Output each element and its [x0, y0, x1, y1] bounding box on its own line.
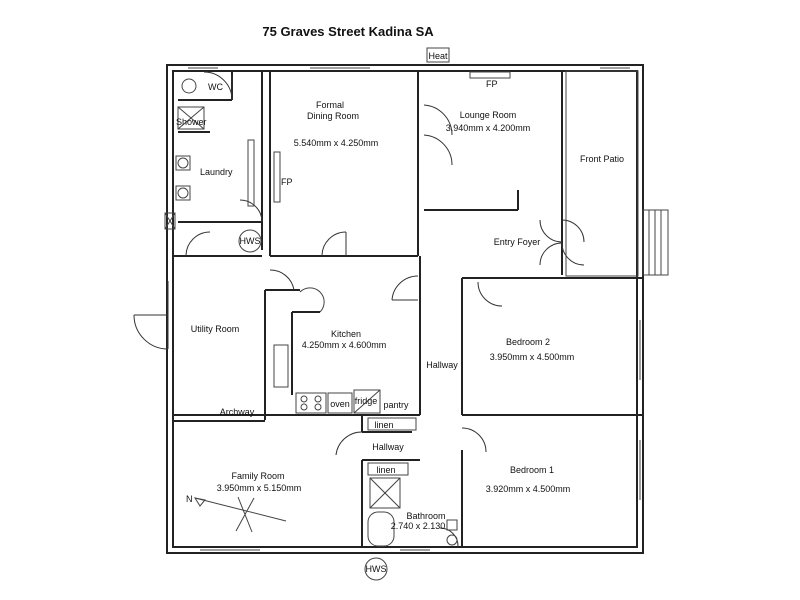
- oven-box: [327, 392, 353, 414]
- plan-title: 75 Graves Street Kadina SA: [262, 24, 434, 39]
- hallway-horizontal-label: Hallway: [372, 442, 404, 452]
- dining-fireplace-icon: [273, 151, 281, 203]
- lounge-fireplace-icon: [469, 71, 511, 79]
- hallway-vertical-label: Hallway: [426, 360, 458, 370]
- lounge-room-label: Lounge Room: [460, 110, 517, 120]
- linen-bottom-label: linen: [376, 465, 395, 475]
- kitchen-bench-curve: [299, 287, 325, 313]
- front-patio-label: Front Patio: [580, 154, 624, 164]
- bathroom-size-label: 2.740 x 2.130: [391, 521, 446, 531]
- fridge-box: [353, 389, 381, 414]
- linen-top-box: [367, 417, 417, 431]
- utility-room-label: Utility Room: [191, 324, 240, 334]
- basin-icon: [446, 534, 458, 546]
- dining-room-label: Dining Room: [307, 111, 359, 121]
- linen-bottom-box: [367, 462, 409, 476]
- outer-walls: [166, 64, 644, 554]
- bedroom2-size-label: 3.950mm x 4.500mm: [490, 352, 575, 362]
- toilet-icon: [181, 78, 197, 94]
- pantry-label: pantry: [383, 400, 409, 410]
- stove-icon: [295, 392, 327, 414]
- linen-top-label: linen: [374, 420, 393, 430]
- laundry-label: Laundry: [200, 167, 233, 177]
- fp-dining-label: FP: [281, 177, 293, 187]
- heater-box: [426, 47, 450, 63]
- heat-label: Heat: [428, 51, 448, 61]
- fridge-label: fridge: [355, 396, 378, 406]
- door-swings: [133, 71, 585, 547]
- family-room-label: Family Room: [231, 471, 284, 481]
- bathtub-icon: [367, 511, 395, 547]
- bench-icon: [247, 139, 255, 207]
- dining-size-label: 5.540mm x 4.250mm: [294, 138, 379, 148]
- laundry-trough-icon: [175, 155, 191, 171]
- sink-icon: [273, 344, 289, 388]
- wc-label: WC: [208, 82, 223, 92]
- hws-bottom-circle: [364, 557, 388, 581]
- kitchen-label: Kitchen: [331, 329, 361, 339]
- entry-foyer-label: Entry Foyer: [494, 237, 541, 247]
- shower-tray-icon: [177, 106, 205, 130]
- archway-label: Archway: [220, 407, 255, 417]
- shower-label: Shower: [176, 117, 207, 127]
- formal-label: Formal: [316, 100, 344, 110]
- hws-bottom-label: HWS: [366, 564, 387, 574]
- hws-top-circle: [238, 229, 262, 253]
- front-patio: [565, 70, 669, 277]
- kitchen-size-label: 4.250mm x 4.600mm: [302, 340, 387, 350]
- north-label: N: [186, 494, 193, 504]
- north-arrow-icon: [193, 496, 287, 533]
- bath-shower-icon: [369, 477, 401, 509]
- fixtures: [164, 47, 641, 551]
- interior-walls: [173, 71, 642, 547]
- bedroom2-label: Bedroom 2: [506, 337, 550, 347]
- family-size-label: 3.950mm x 5.150mm: [217, 483, 302, 493]
- bedroom1-label: Bedroom 1: [510, 465, 554, 475]
- hws-top-label: HWS: [240, 236, 261, 246]
- lounge-size-label: 3.940mm x 4.200mm: [446, 123, 531, 133]
- oven-label: oven: [330, 399, 350, 409]
- bedroom1-size-label: 3.920mm x 4.500mm: [486, 484, 571, 494]
- washer-icon: [175, 185, 191, 201]
- fp-lounge-label: FP: [486, 79, 498, 89]
- bathroom-label: Bathroom: [406, 511, 445, 521]
- vanity-icon: [446, 519, 458, 531]
- window-icon: [164, 212, 176, 230]
